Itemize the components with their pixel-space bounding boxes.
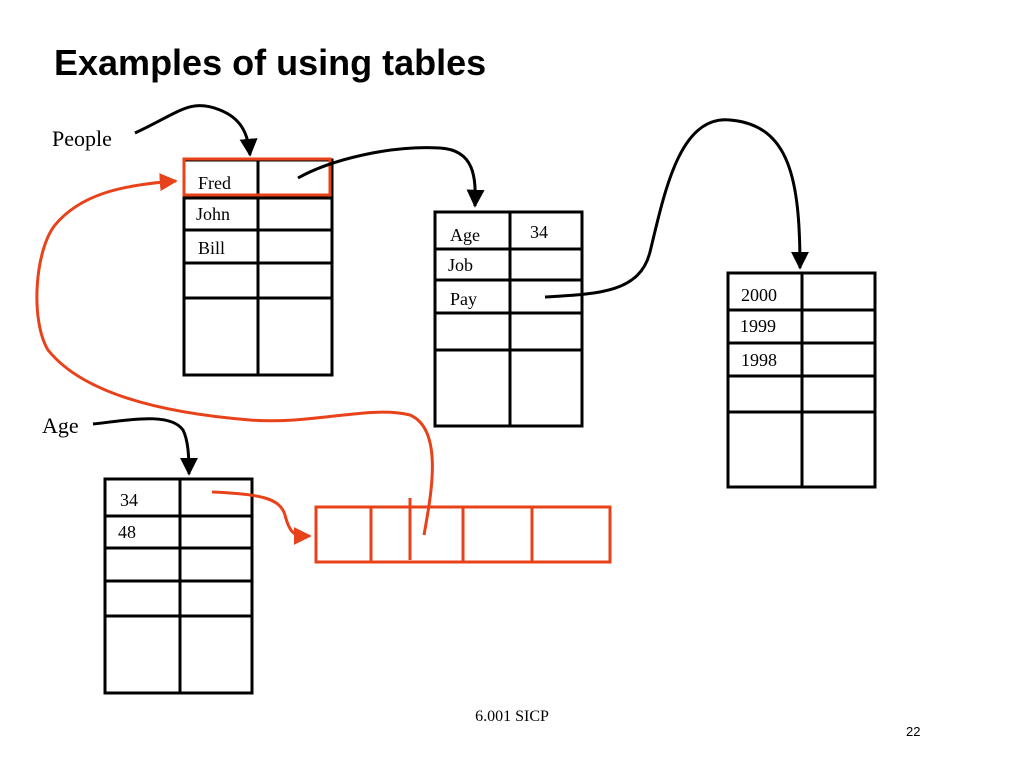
pay-key-1999: 1999 [740,316,776,336]
age-matches-list [314,498,612,564]
people-fred-row-highlight [182,157,332,197]
page-number: 22 [906,724,921,739]
arrow-age34-to-list [211,490,312,545]
fred-key-pay: Pay [450,289,477,309]
people-label: People [52,126,112,151]
arrow-people-to-table [134,104,258,157]
fred-key-job: Job [448,255,473,275]
arrow-list-to-fred [35,173,434,536]
people-key-fred: Fred [198,173,231,193]
arrow-pay-to-history [544,118,809,299]
age-key-34: 34 [120,490,138,510]
fred-value-age: 34 [530,222,548,242]
footer-course: 6.001 SICP [475,708,549,725]
slide-title: Examples of using tables [54,42,487,83]
pay-table [726,271,877,489]
people-key-bill: Bill [198,238,225,258]
fred-key-age: Age [450,225,480,245]
pay-key-2000: 2000 [741,285,777,305]
people-key-john: John [196,204,230,224]
age-table [103,477,254,695]
arrow-age-to-table [92,417,198,476]
age-label: Age [42,413,79,438]
age-key-48: 48 [118,522,136,542]
arrow-fred-to-record [297,146,485,208]
pay-key-1998: 1998 [741,350,777,370]
fred-record-table [433,210,584,428]
